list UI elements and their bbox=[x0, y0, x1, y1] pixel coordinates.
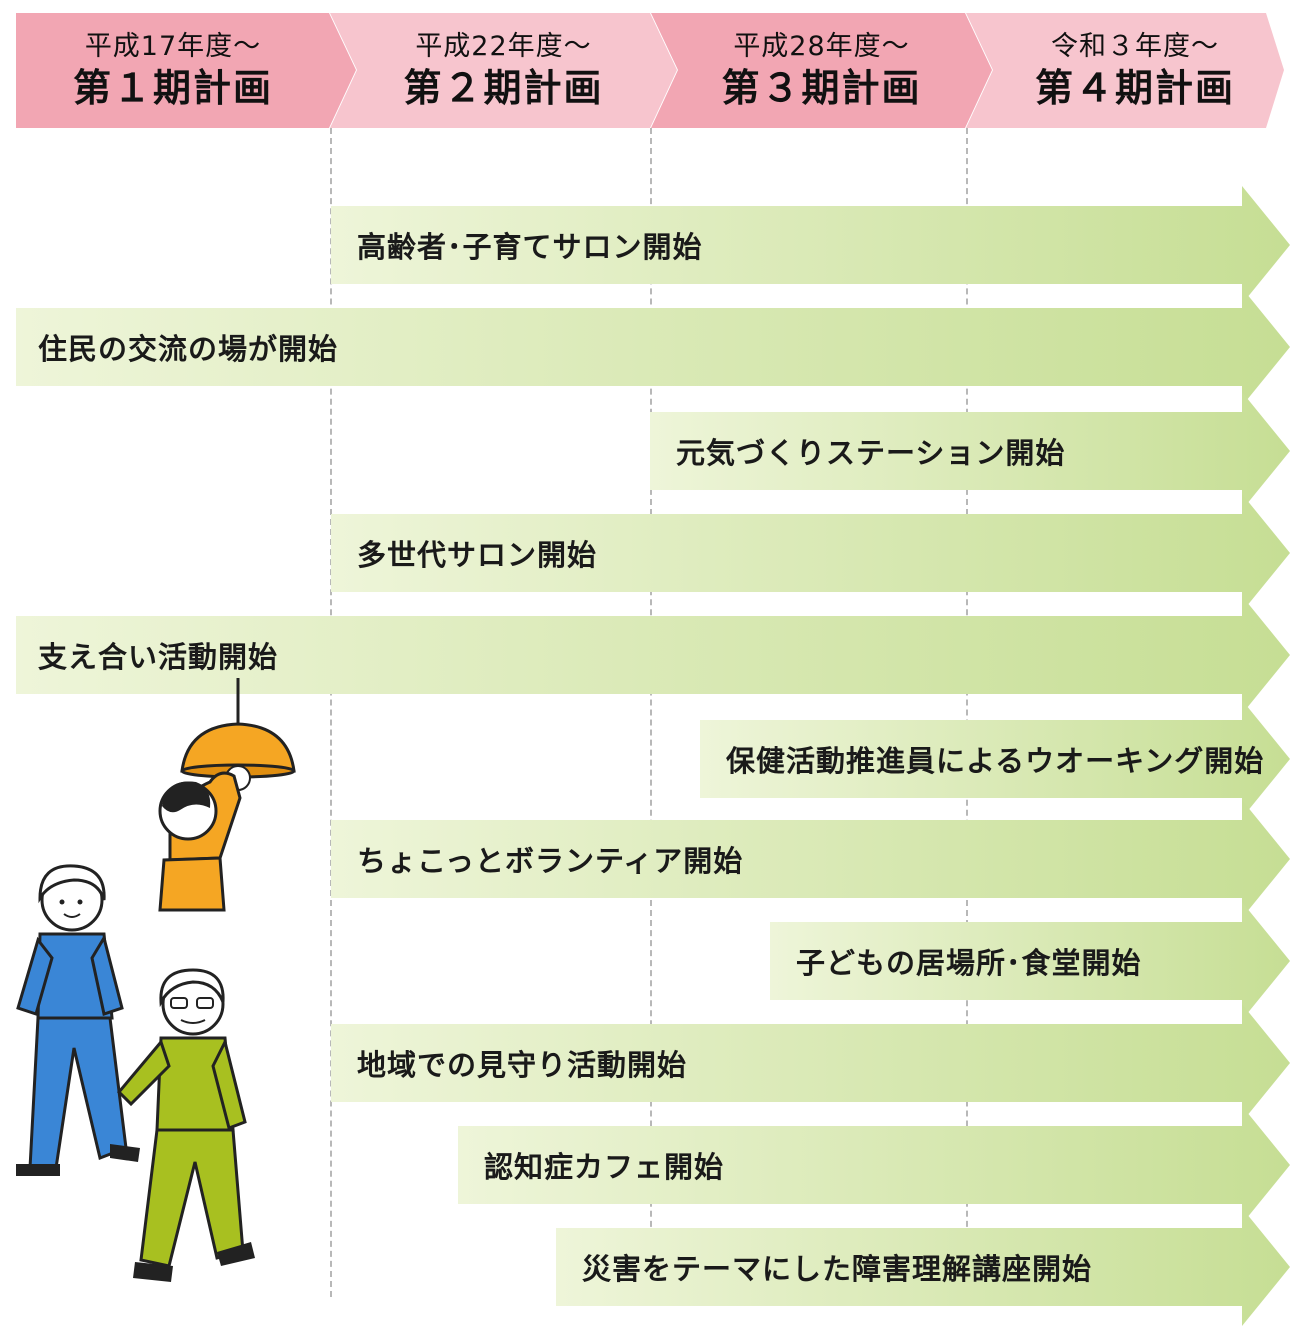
phase-1-header: 平成17年度〜 第１期計画 bbox=[16, 13, 356, 128]
phase-1-chevron bbox=[16, 13, 356, 128]
arrow-shape bbox=[700, 700, 1290, 818]
phase-3-name: 第３期計画 bbox=[721, 65, 922, 110]
phase-2-header: 平成22年度〜 第２期計画 bbox=[330, 13, 677, 128]
phase-1-years: 平成17年度〜 bbox=[84, 30, 262, 62]
phase-divider bbox=[650, 128, 652, 1297]
phase-2-years: 平成22年度〜 bbox=[415, 30, 592, 62]
arrow-shape bbox=[458, 1106, 1290, 1224]
arrow-shape bbox=[331, 186, 1290, 304]
activity-arrow: 地域での見守り活動開始 bbox=[331, 1004, 1290, 1122]
activity-label: 保健活動推進員によるウオーキング開始 bbox=[726, 744, 1265, 778]
phase-2-name: 第２期計画 bbox=[403, 65, 604, 110]
activity-arrow: 元気づくりステーション開始 bbox=[650, 392, 1290, 510]
activity-arrow: 子どもの居場所･食堂開始 bbox=[770, 902, 1290, 1020]
timeline-diagram: 平成17年度〜 第１期計画 平成22年度〜 第２期計画 平成28年度〜 第３期計… bbox=[16, 13, 1290, 1326]
phase-4-header: 令和３年度〜 第４期計画 bbox=[966, 13, 1284, 128]
activity-label: 子どもの居場所･食堂開始 bbox=[796, 946, 1142, 980]
activity-label: 認知症カフェ開始 bbox=[484, 1150, 725, 1184]
arrow-shape bbox=[331, 800, 1290, 918]
phase-1-name: 第１期計画 bbox=[72, 65, 273, 110]
arrow-shape bbox=[331, 1004, 1290, 1122]
activity-arrow: 住民の交流の場が開始 bbox=[16, 288, 1290, 406]
activity-label: 多世代サロン開始 bbox=[357, 538, 598, 572]
phase-divider bbox=[966, 128, 968, 1297]
phase-2-chevron bbox=[330, 13, 677, 128]
activity-arrow: 災害をテーマにした障害理解講座開始 bbox=[556, 1208, 1290, 1326]
person-changing-lightbulb-icon bbox=[158, 678, 296, 912]
elderly-woman-walking-icon bbox=[16, 864, 140, 1176]
elderly-man-walking-icon bbox=[116, 968, 255, 1282]
activity-arrow: 多世代サロン開始 bbox=[331, 494, 1290, 612]
activity-label: 住民の交流の場が開始 bbox=[38, 332, 339, 366]
activity-arrow: ちょこっとボランティア開始 bbox=[331, 800, 1290, 918]
activity-label: 災害をテーマにした障害理解講座開始 bbox=[582, 1252, 1093, 1286]
activity-arrow: 保健活動推進員によるウオーキング開始 bbox=[700, 700, 1290, 818]
activity-label: 地域での見守り活動開始 bbox=[357, 1048, 688, 1082]
phase-3-chevron bbox=[651, 13, 992, 128]
arrow-shape bbox=[331, 494, 1290, 612]
activity-label: 支え合い活動開始 bbox=[38, 640, 279, 674]
arrow-shape bbox=[16, 288, 1290, 406]
activity-arrow: 支え合い活動開始 bbox=[16, 596, 1290, 714]
phase-divider bbox=[330, 128, 332, 1297]
arrow-shape bbox=[650, 392, 1290, 510]
phase-3-years: 平成28年度〜 bbox=[733, 30, 910, 62]
arrow-shape bbox=[16, 596, 1290, 714]
arrow-shape bbox=[770, 902, 1290, 1020]
activity-arrow: 認知症カフェ開始 bbox=[458, 1106, 1290, 1224]
phase-4-chevron bbox=[966, 13, 1284, 128]
phase-4-years: 令和３年度〜 bbox=[1051, 30, 1219, 62]
phase-3-header: 平成28年度〜 第３期計画 bbox=[651, 13, 992, 128]
activity-arrow: 高齢者･子育てサロン開始 bbox=[331, 186, 1290, 304]
activity-label: 元気づくりステーション開始 bbox=[676, 436, 1066, 470]
phase-4-name: 第４期計画 bbox=[1034, 65, 1235, 110]
activity-label: 高齢者･子育てサロン開始 bbox=[357, 230, 703, 264]
activity-label: ちょこっとボランティア開始 bbox=[357, 844, 744, 878]
